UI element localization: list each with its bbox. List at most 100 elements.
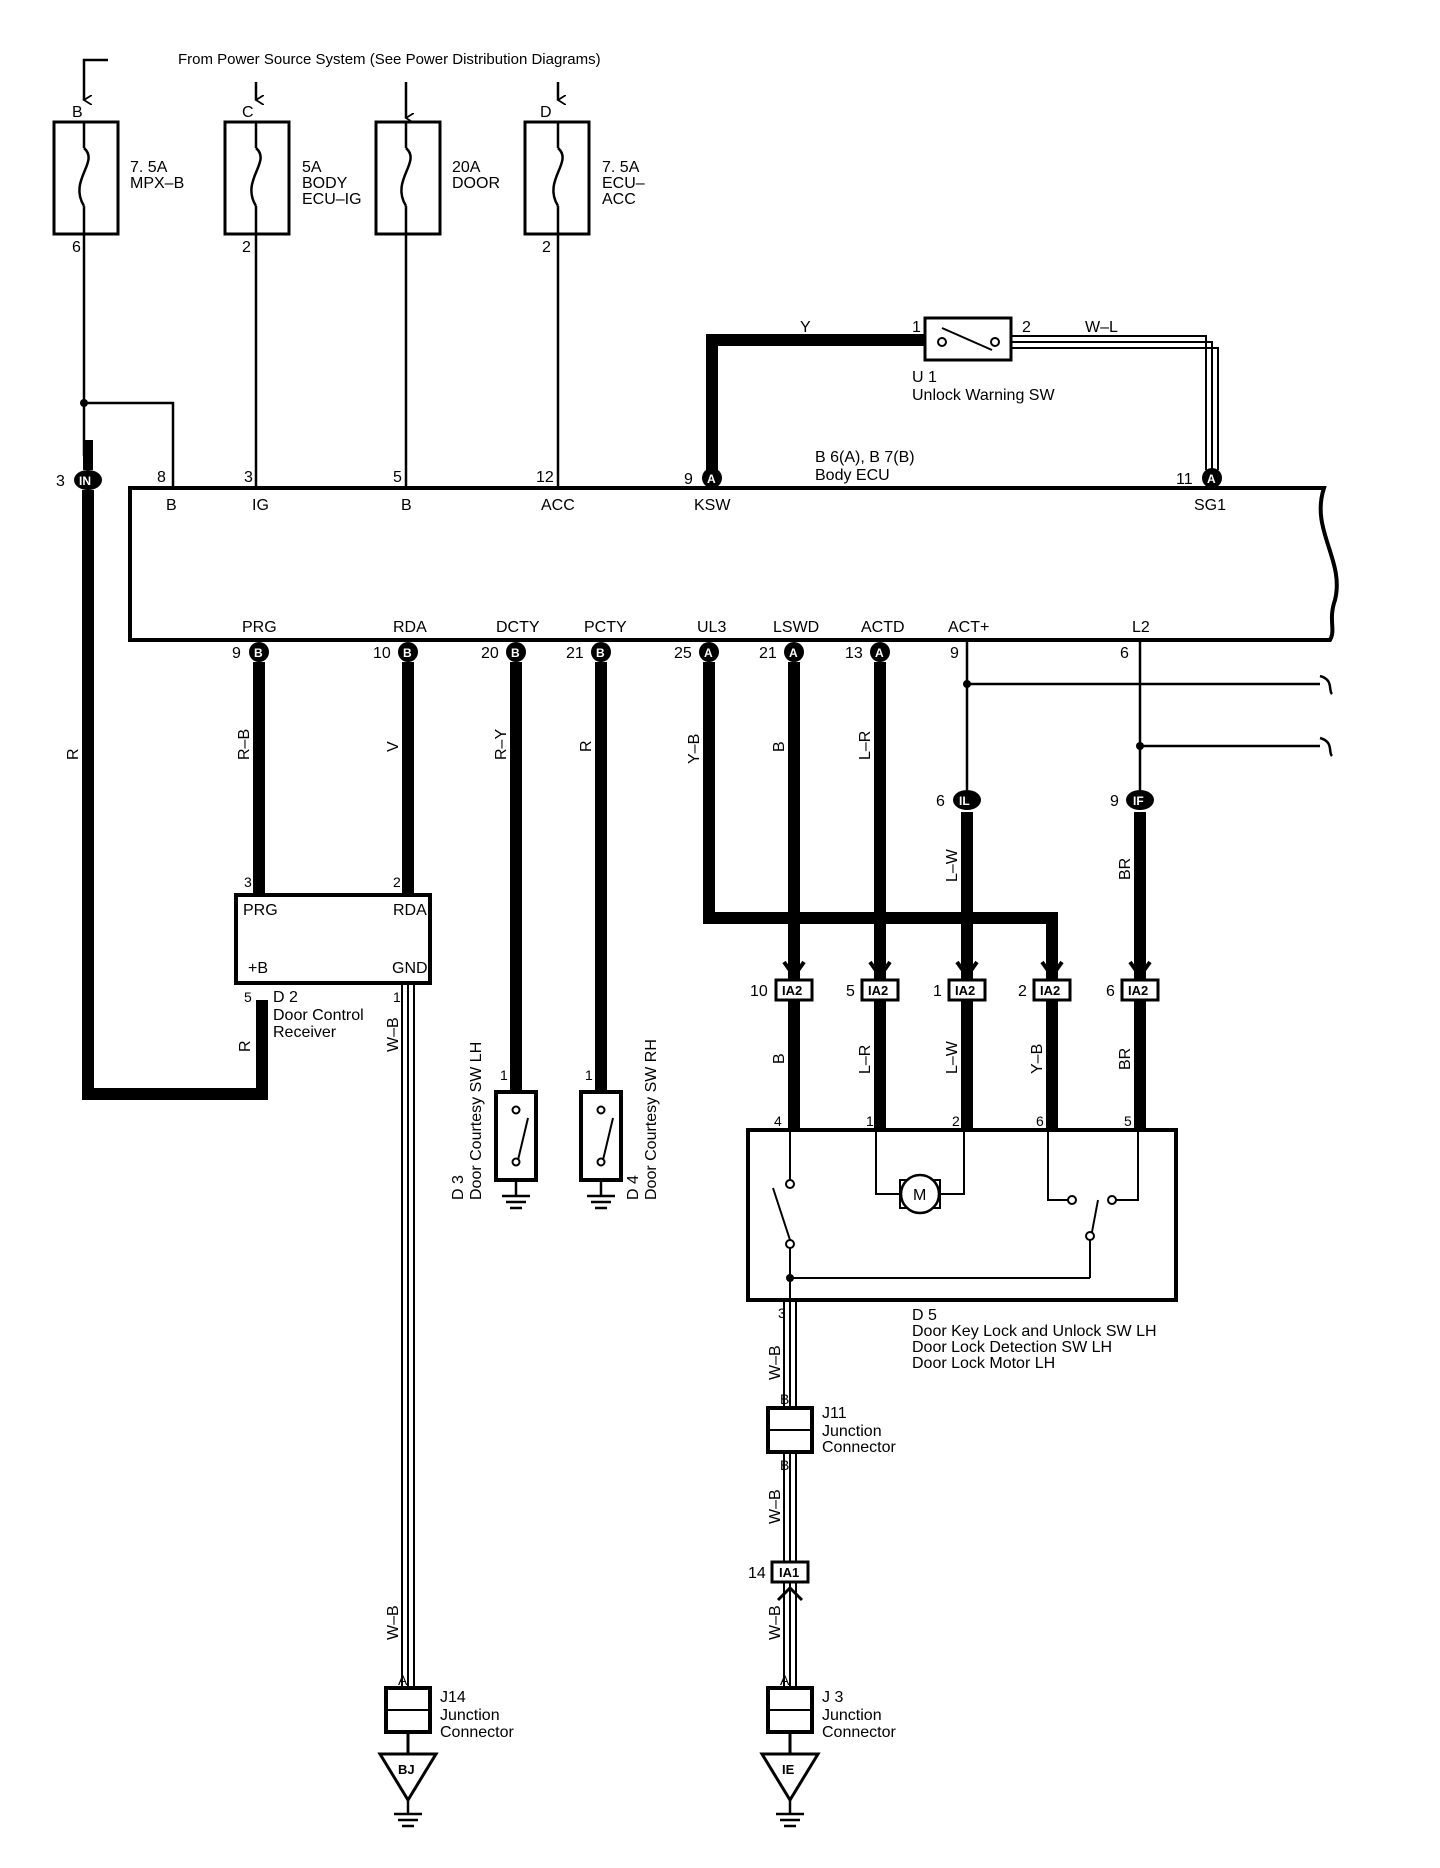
fuse-2-bottom: 2 <box>242 239 251 256</box>
fuse-2-name2: ECU–IG <box>302 191 362 208</box>
fuse-2-name: BODY <box>302 175 348 192</box>
j14-code: J14 <box>440 1689 466 1706</box>
j14-pin: A <box>398 1672 408 1688</box>
d5-pin3: 3 <box>778 1305 786 1321</box>
fuse-2-rating: 5A <box>302 159 322 176</box>
ia2-1-wire: B <box>771 1053 788 1064</box>
door-courtesy-sw-rh: 1 D 4 Door Courtesy SW RH <box>579 1039 660 1210</box>
d2-pin5: 5 <box>244 989 252 1005</box>
pin-ul3-name: UL3 <box>697 619 726 636</box>
fuse-2-top: C <box>242 104 254 121</box>
d2-rda: RDA <box>393 902 427 919</box>
ecu-top-pins: IN 3 8 B 3 IG 5 B 12 ACC A 9 KSW A 11 SG… <box>56 440 1226 514</box>
d4-pin: 1 <box>585 1067 593 1083</box>
fuse-4-rating: 7. 5A <box>602 159 640 176</box>
ia2-2-wire: L–R <box>857 1045 874 1074</box>
fuse-3-name: DOOR <box>452 175 500 192</box>
pin-rda-num: 10 <box>373 645 391 662</box>
badge-rda: B <box>403 646 412 660</box>
j11-bottom: B <box>780 1457 789 1473</box>
fuse-3-rating: 20A <box>452 159 481 176</box>
junction-j11: B B J11 Junction Connector <box>766 1391 896 1473</box>
badge-in: IN <box>79 474 91 488</box>
ground-bj: BJ <box>398 1762 415 1777</box>
wire-wl-label: W–L <box>1085 319 1118 336</box>
d5-pin6: 6 <box>1036 1113 1044 1129</box>
pin-pcty-num: 21 <box>566 645 584 662</box>
wire-y-label: Y <box>800 319 811 336</box>
badge-pcty: B <box>596 646 605 660</box>
il-num: 6 <box>936 793 945 810</box>
ia2-5-num: 6 <box>1106 983 1115 1000</box>
ia2-5-label: IA2 <box>1128 983 1148 998</box>
pin-b-num: 8 <box>157 469 166 486</box>
pin-ig-name: IG <box>252 497 269 514</box>
d2-plusb: +B <box>248 960 268 977</box>
pin-l2-name: L2 <box>1132 619 1150 636</box>
pin-lswd-num: 21 <box>759 645 777 662</box>
unlock-warning-switch: Y 1 2 U 1 Unlock Warning SW W–L <box>706 316 1219 470</box>
d5-code: D 5 <box>912 1307 937 1324</box>
ia2-1-num: 10 <box>750 983 768 1000</box>
pin-ksw-num: 9 <box>684 471 693 488</box>
ia2-5-wire: BR <box>1117 1048 1134 1070</box>
pin-sg1-name: SG1 <box>1194 497 1226 514</box>
unlock-sw-name: Unlock Warning SW <box>912 387 1055 404</box>
fuse-mpx-b: B 7. 5A MPX–B 6 <box>52 58 184 256</box>
d2-code: D 2 <box>273 989 298 1006</box>
badge-ul3: A <box>704 646 713 660</box>
ecu-name: Body ECU <box>815 467 890 484</box>
badge-sg1: A <box>1207 472 1216 486</box>
pin-rda-name: RDA <box>393 619 427 636</box>
d2-prg: PRG <box>243 902 278 919</box>
wire-r2-label: R <box>578 740 595 752</box>
connector-if: IF 9 BR <box>1110 790 1154 980</box>
ia2-3-label: IA2 <box>955 983 975 998</box>
badge-il: IL <box>959 794 970 808</box>
fuse-4-name: ECU– <box>602 175 645 192</box>
j3-pin: A <box>780 1672 790 1688</box>
d3-name: Door Courtesy SW LH <box>468 1042 485 1200</box>
pin-prg-name: PRG <box>242 619 277 636</box>
if-num: 9 <box>1110 793 1119 810</box>
pin-dcty-num: 20 <box>481 645 499 662</box>
pin-b2-num: 5 <box>393 469 402 486</box>
pin-sg1-num: 11 <box>1176 471 1193 488</box>
d2-pin2: 2 <box>393 874 401 890</box>
d5-pin4: 4 <box>774 1113 782 1129</box>
j11-name2: Connector <box>822 1439 896 1456</box>
d2-wire-r: R <box>237 1040 254 1052</box>
door-control-receiver: PRG RDA +B GND 3 2 5 1 D 2 Door Control … <box>234 874 432 1052</box>
ia2-4-label: IA2 <box>1040 983 1060 998</box>
d5-name3: Door Lock Motor LH <box>912 1355 1055 1372</box>
badge-prg: B <box>254 646 263 660</box>
ground-ie: IE <box>782 1762 795 1777</box>
d3-pin: 1 <box>500 1067 508 1083</box>
d2-pin1: 1 <box>393 989 401 1005</box>
ia2-3-num: 1 <box>933 983 942 1000</box>
wire-b-label: B <box>771 741 788 752</box>
door-courtesy-sw-lh: 1 D 3 Door Courtesy SW LH <box>450 1042 538 1210</box>
ia2-2-label: IA2 <box>868 983 888 998</box>
ia2-4-num: 2 <box>1018 983 1027 1000</box>
pin-actplus-num: 9 <box>950 645 959 662</box>
junction-dot <box>80 399 88 407</box>
motor-m: M <box>913 1187 926 1204</box>
pin-actd-num: 13 <box>845 645 863 662</box>
d5-pin2: 2 <box>952 1113 960 1129</box>
wire-lr-label: L–R <box>857 731 874 760</box>
wire-wb-label-3: W–B <box>767 1345 784 1380</box>
wire-wb-label-5: W–B <box>767 1605 784 1640</box>
fuse-1-name: MPX–B <box>130 175 184 192</box>
ia2-2-num: 5 <box>846 983 855 1000</box>
ia2-4-wire: Y–B <box>1029 1044 1046 1074</box>
pin-ul3-num: 25 <box>674 645 692 662</box>
pin-acc-name: ACC <box>541 497 575 514</box>
fuse-body-ecu-ig: C 5A BODY ECU–IG 2 <box>223 82 362 256</box>
badge-actd: A <box>875 646 884 660</box>
wire-r-thick: R <box>65 490 268 1100</box>
fuse-4-bottom: 2 <box>542 239 551 256</box>
ecu-code: B 6(A), B 7(B) <box>815 449 915 466</box>
pin-l2-num: 6 <box>1120 645 1129 662</box>
